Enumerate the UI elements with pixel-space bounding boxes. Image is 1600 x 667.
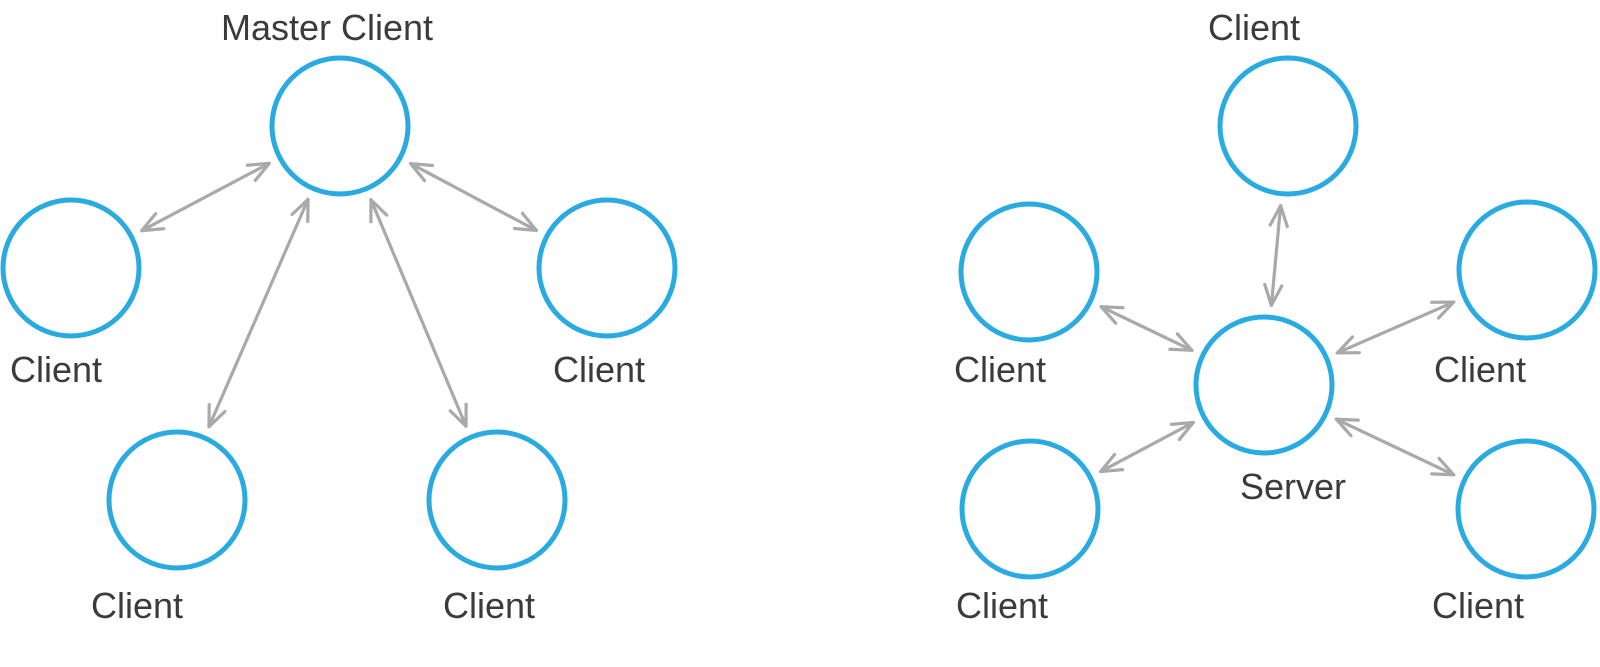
link-server-to-client-upper-left bbox=[1099, 305, 1194, 352]
node-client-top[interactable] bbox=[1217, 55, 1359, 197]
arrow-head-forward-icon bbox=[1099, 305, 1125, 325]
arrow-head-forward-icon bbox=[140, 212, 166, 233]
node-client-lower-right[interactable] bbox=[1455, 438, 1597, 580]
link-master-client-to-client-bottom-left bbox=[207, 197, 310, 429]
label-client-bottom-left: Client bbox=[91, 585, 183, 626]
links-layer bbox=[140, 161, 1456, 477]
node-client-left[interactable] bbox=[0, 197, 142, 339]
link-server-to-client-upper-right bbox=[1335, 300, 1456, 355]
connector-line bbox=[1269, 204, 1283, 307]
node-client-upper-left[interactable] bbox=[958, 201, 1100, 343]
arrow-head-reverse-icon bbox=[1168, 332, 1194, 352]
arrow-head-reverse-icon bbox=[409, 161, 435, 183]
connector-line bbox=[369, 198, 468, 428]
nodes-layer bbox=[0, 55, 1598, 580]
label-client-bottom-mid: Client bbox=[443, 585, 535, 626]
connector-line bbox=[409, 161, 538, 233]
arrow-head-reverse-icon bbox=[1334, 417, 1360, 438]
link-server-to-client-lower-right bbox=[1334, 417, 1456, 477]
label-client-right: Client bbox=[553, 349, 645, 390]
link-master-client-to-client-right bbox=[409, 161, 538, 233]
arrow-head-forward-icon bbox=[1430, 300, 1456, 320]
label-client-left: Client bbox=[10, 349, 102, 390]
connector-line bbox=[140, 161, 271, 233]
label-client-top: Client bbox=[1208, 7, 1300, 48]
node-server[interactable] bbox=[1193, 314, 1335, 456]
node-client-bottom-mid[interactable] bbox=[426, 429, 568, 571]
arrow-head-reverse-icon bbox=[245, 161, 271, 182]
arrow-head-forward-icon bbox=[1268, 204, 1289, 229]
node-master-client[interactable] bbox=[269, 55, 411, 197]
connector-line bbox=[1099, 420, 1195, 474]
connector-line bbox=[1334, 417, 1456, 477]
label-client-lower-right: Client bbox=[1432, 585, 1524, 626]
arrow-head-reverse-icon bbox=[1263, 282, 1284, 307]
node-client-bottom-left[interactable] bbox=[106, 429, 248, 571]
node-client-lower-left[interactable] bbox=[959, 438, 1101, 580]
connector-line bbox=[207, 197, 310, 429]
arrow-head-forward-icon bbox=[207, 403, 227, 429]
arrow-head-forward-icon bbox=[512, 211, 538, 233]
arrow-head-forward-icon bbox=[448, 402, 468, 428]
arrow-head-reverse-icon bbox=[369, 198, 389, 224]
connector-line bbox=[1099, 305, 1194, 352]
arrow-head-reverse-icon bbox=[290, 197, 310, 223]
link-master-client-to-client-bottom-mid bbox=[369, 198, 468, 428]
arrow-head-forward-icon bbox=[1099, 452, 1125, 474]
link-server-to-client-lower-left bbox=[1099, 420, 1195, 474]
label-server: Server bbox=[1240, 466, 1346, 507]
label-master-client: Master Client bbox=[221, 7, 433, 48]
label-client-lower-left: Client bbox=[956, 585, 1048, 626]
node-client-upper-right[interactable] bbox=[1456, 199, 1598, 341]
label-client-upper-right: Client bbox=[1434, 349, 1526, 390]
arrow-head-forward-icon bbox=[1430, 456, 1456, 477]
link-server-to-client-top bbox=[1263, 204, 1289, 307]
connector-line bbox=[1335, 300, 1456, 355]
label-client-upper-left: Client bbox=[954, 349, 1046, 390]
link-master-client-to-client-left bbox=[140, 161, 271, 233]
arrow-head-reverse-icon bbox=[1169, 420, 1195, 442]
node-client-right[interactable] bbox=[536, 197, 678, 339]
arrow-head-reverse-icon bbox=[1335, 335, 1361, 355]
